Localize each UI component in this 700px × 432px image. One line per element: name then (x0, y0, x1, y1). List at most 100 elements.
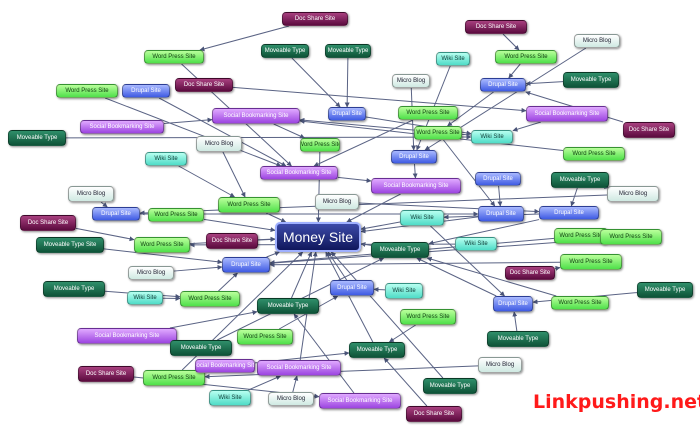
edge-arrow (373, 287, 386, 293)
micro-blog-node: Micro Blog (196, 136, 242, 152)
edge-arrow (512, 311, 518, 332)
moveable-type-node: Moveable Type (349, 342, 405, 358)
drupal-site-node: Drupal Site (328, 107, 366, 121)
edge-arrow (269, 238, 601, 266)
edge-arrow (426, 256, 557, 297)
wiki-site-node: Wiki Site (455, 237, 497, 251)
wiki-site-node: Wiki Site (436, 52, 470, 66)
moveable-type-node: Moveable Type (487, 331, 549, 347)
social-bookmarking-site-node: Social Bookmarking Site (195, 359, 255, 373)
edge-arrow (447, 91, 494, 127)
doc-share-site-node: Doc Share Site (175, 78, 233, 92)
word-press-site-node: Word Press Site (56, 84, 118, 98)
social-bookmarking-site-node: Social Bookmarking Site (257, 360, 341, 376)
micro-blog-node: Micro Blog (268, 392, 314, 406)
edge-arrow (158, 97, 287, 167)
micro-blog-node: Micro Blog (315, 194, 359, 210)
edge-arrow (360, 221, 401, 231)
edge-arrow (178, 165, 236, 198)
edge-arrow (443, 139, 496, 207)
micro-blog-node: Micro Blog (478, 357, 522, 373)
edge-arrow (100, 201, 108, 208)
edge-arrow (337, 176, 372, 183)
moveable-type-node: Moveable Type (43, 281, 105, 297)
doc-share-site-node: Doc Share Site (20, 215, 76, 231)
edge-arrow (330, 251, 444, 379)
social-bookmarking-site-node: Social Bookmarking Site (319, 393, 401, 409)
edge-arrow (388, 324, 416, 343)
edge-arrow (291, 57, 341, 108)
edge-arrow (554, 265, 561, 271)
word-press-site-node: Word Press Site (551, 296, 609, 310)
edge-arrow (104, 97, 282, 167)
edge-arrow (291, 251, 312, 299)
moveable-type-site-node: Moveable Type Site (36, 237, 104, 253)
edge-arrow (218, 272, 238, 292)
edge-arrow (266, 251, 280, 258)
drupal-site-node: Drupal Site (391, 150, 437, 164)
moveable-type-node: Moveable Type (551, 172, 609, 188)
edge-arrow (570, 187, 578, 207)
edge-arrow (266, 212, 287, 223)
doc-share-site-node: Doc Share Site (78, 366, 134, 382)
word-press-site-node: Word Press Site (495, 50, 557, 64)
word-press-site-node: Word Press Site (400, 309, 456, 325)
edge-arrow (508, 63, 521, 79)
edge-arrow (103, 248, 223, 265)
doc-share-site-node: Doc Share Site (406, 406, 462, 422)
edge-arrow (248, 375, 282, 391)
moveable-type-node: Moveable Type (563, 72, 619, 88)
wiki-site-node: Wiki Site (400, 210, 444, 226)
edge-arrow (512, 121, 542, 132)
wiki-site-node: Wiki Site (385, 283, 423, 299)
wiki-site-node: Wiki Site (127, 291, 163, 305)
doc-share-site-node: Doc Share Site (505, 266, 555, 280)
social-bookmarking-site-node: Social Bookmarking Site (212, 108, 300, 124)
edge-arrow (199, 25, 290, 52)
money-site-node: Money Site (275, 222, 361, 252)
brand-watermark: Linkpushing.net (533, 391, 700, 413)
micro-blog-node: Micro Blog (607, 186, 659, 202)
drupal-site-node: Drupal Site (493, 296, 533, 312)
edge-arrow (292, 375, 299, 393)
moveable-type-node: Moveable Type (371, 242, 429, 258)
drupal-site-node: Drupal Site (92, 207, 140, 221)
word-press-site-node: Word Press Site (237, 329, 293, 345)
word-press-site-node: Word Press Site (600, 229, 662, 245)
moveable-type-node: Moveable Type (325, 44, 371, 58)
edge-arrow (203, 218, 276, 233)
wiki-site-node: Wiki Site (209, 390, 251, 406)
social-bookmarking-site-node: Social Bookmarking Site (77, 328, 177, 344)
micro-blog-node: Micro Blog (574, 34, 620, 48)
drupal-site-node: Drupal Site (480, 78, 526, 92)
edge-arrow (497, 185, 503, 207)
micro-blog-node: Micro Blog (128, 266, 174, 280)
moveable-type-node: Moveable Type (261, 44, 309, 58)
micro-blog-node: Micro Blog (392, 74, 430, 88)
wiki-site-node: Wiki Site (145, 152, 187, 166)
edge-arrow (163, 117, 213, 125)
word-press-site-node: Word Press Site (180, 291, 240, 307)
edge-arrow (222, 151, 246, 198)
word-press-site-node: Word Press Site (398, 106, 458, 120)
edge-arrow (169, 310, 258, 329)
doc-share-site-node: Doc Share Site (282, 12, 348, 26)
edge-arrow (293, 313, 355, 394)
drupal-site-node: Drupal Site (539, 206, 599, 220)
doc-share-site-node: Doc Share Site (623, 122, 675, 138)
edge-arrow (346, 193, 401, 223)
word-press-site-node: Word Press Site (218, 197, 280, 213)
edge-arrow (502, 33, 520, 51)
word-press-site-node: Word Press Site (143, 370, 205, 386)
edge-arrow (416, 257, 497, 297)
word-press-site-node: Word Press Site (134, 237, 190, 253)
edge-arrow (383, 357, 428, 407)
edge-arrow (315, 151, 321, 223)
edge-arrow (344, 57, 350, 108)
drupal-site-node: Drupal Site (478, 206, 524, 222)
word-press-site-node: Word Press Site (554, 228, 608, 244)
doc-share-site-node: Doc Share Site (465, 20, 527, 34)
word-press-site-node: Word Press Site (560, 254, 622, 270)
edge-arrow (430, 225, 505, 297)
edge-arrow (269, 261, 561, 268)
